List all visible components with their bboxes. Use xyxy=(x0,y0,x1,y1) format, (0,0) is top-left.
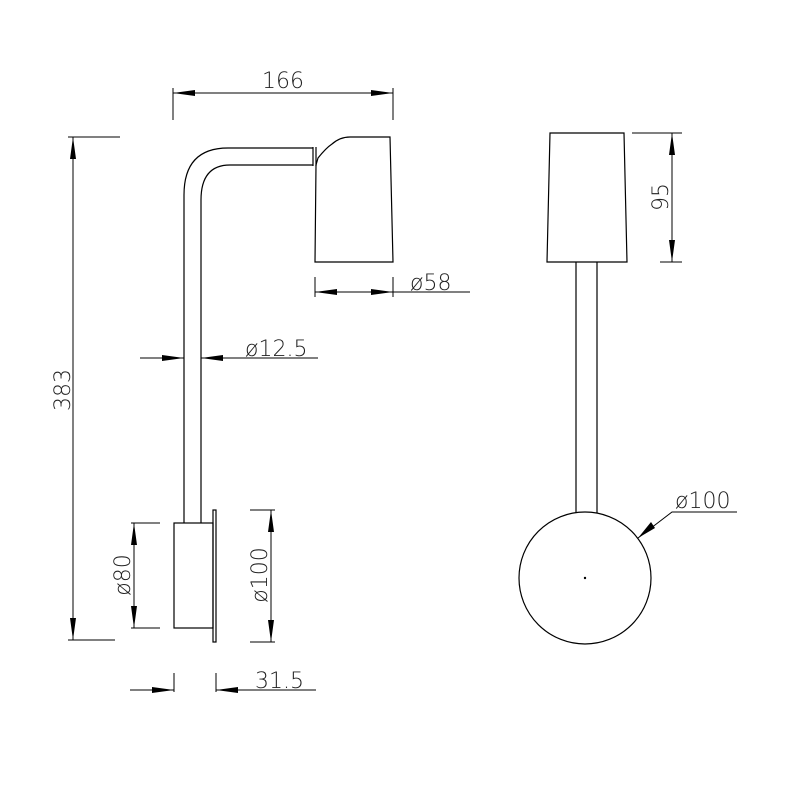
shade-height-label: 95 xyxy=(649,183,674,211)
arm-connector xyxy=(312,147,317,166)
dimension-height: 383 xyxy=(51,136,120,641)
width-label: 166 xyxy=(262,69,304,94)
dimension-width: 166 xyxy=(172,69,394,120)
base-depth-label: 31.5 xyxy=(255,669,304,694)
dimension-shade-diameter: ø58 xyxy=(314,271,470,297)
front-arm xyxy=(575,262,598,513)
plate-diameter-label: ø100 xyxy=(248,547,273,602)
side-view: 166 383 ø58 ø12.5 ø80 ø10 xyxy=(51,69,470,694)
shade-outline xyxy=(314,136,394,263)
dimension-plate-diameter: ø100 xyxy=(248,509,275,643)
center-point xyxy=(583,576,587,580)
front-view: ø100 95 xyxy=(518,132,737,645)
dimension-base-depth: 31.5 xyxy=(130,669,316,694)
base-diameter-label: ø80 xyxy=(111,554,136,595)
dimension-base-diameter: ø80 xyxy=(111,522,160,629)
front-shade xyxy=(546,132,628,263)
dimension-front-plate-diameter: ø100 xyxy=(637,489,737,539)
wall-plate xyxy=(212,509,217,643)
height-label: 383 xyxy=(51,369,76,411)
front-plate xyxy=(518,511,652,645)
arm-diameter-label: ø12.5 xyxy=(245,337,307,362)
arm-outline xyxy=(183,147,313,523)
front-plate-diameter-label: ø100 xyxy=(675,489,730,514)
shade-diameter-label: ø58 xyxy=(410,271,451,296)
base-cylinder xyxy=(173,522,214,629)
dimension-arm-diameter: ø12.5 xyxy=(140,337,318,362)
dimension-shade-height: 95 xyxy=(632,132,682,263)
